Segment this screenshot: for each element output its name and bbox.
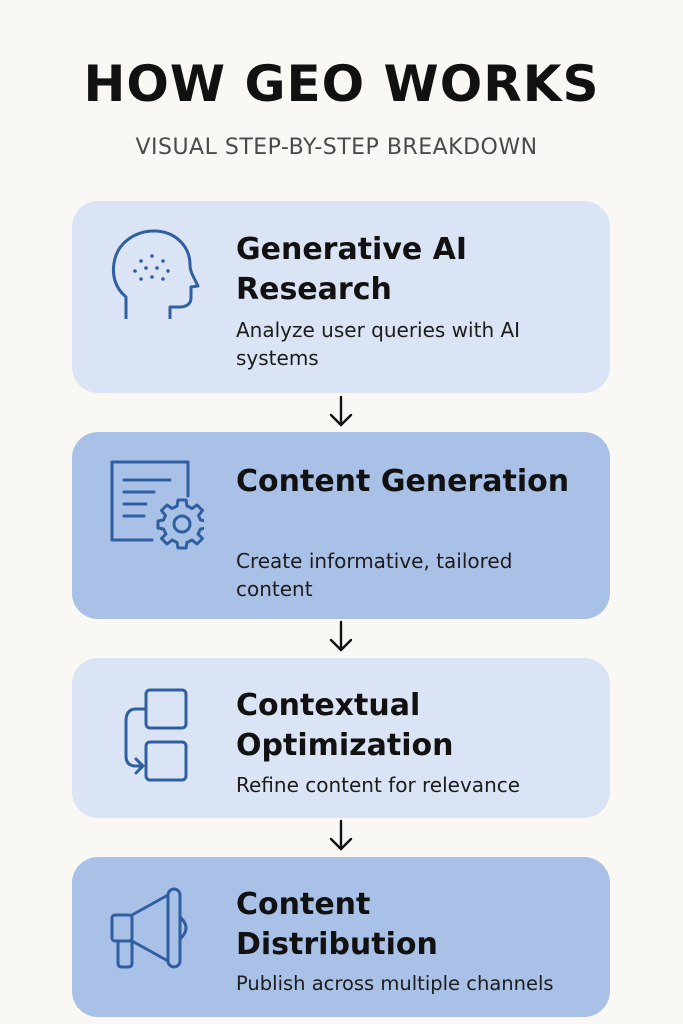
- step-description: Create informative, tailored content: [236, 549, 513, 601]
- down-arrow-icon: [326, 819, 356, 853]
- step-title: Contextual Optimization: [236, 688, 454, 763]
- step-title: Content Distribution: [236, 887, 438, 962]
- step-description: Publish across multiple channels: [236, 972, 554, 995]
- step-card-contextual-optimization: Contextual Optimization Refine content f…: [72, 658, 610, 818]
- step-title: Content Generation: [236, 464, 570, 499]
- head-icon: [108, 223, 204, 319]
- step-card-content-distribution: Content Distribution Publish across mult…: [72, 857, 610, 1017]
- megaphone-icon: [108, 879, 204, 975]
- flow-boxes-icon: [108, 686, 204, 782]
- step-title: Generative AI Research: [236, 232, 468, 307]
- step-description: Refine content for relevance: [236, 773, 521, 797]
- step-card-content-generation: Content Generation Create informative, t…: [72, 432, 610, 619]
- page-subtitle: VISUAL STEP-BY-STEP BREAKDOWN: [135, 135, 538, 160]
- down-arrow-icon: [326, 620, 356, 654]
- page-title: HOW GEO WORKS: [83, 55, 600, 113]
- document-gear-icon: [108, 458, 204, 554]
- down-arrow-icon: [326, 395, 356, 429]
- step-card-generative-ai-research: Generative AI Research Analyze user quer…: [72, 201, 610, 393]
- step-description: Analyze user queries with AI systems: [236, 318, 521, 370]
